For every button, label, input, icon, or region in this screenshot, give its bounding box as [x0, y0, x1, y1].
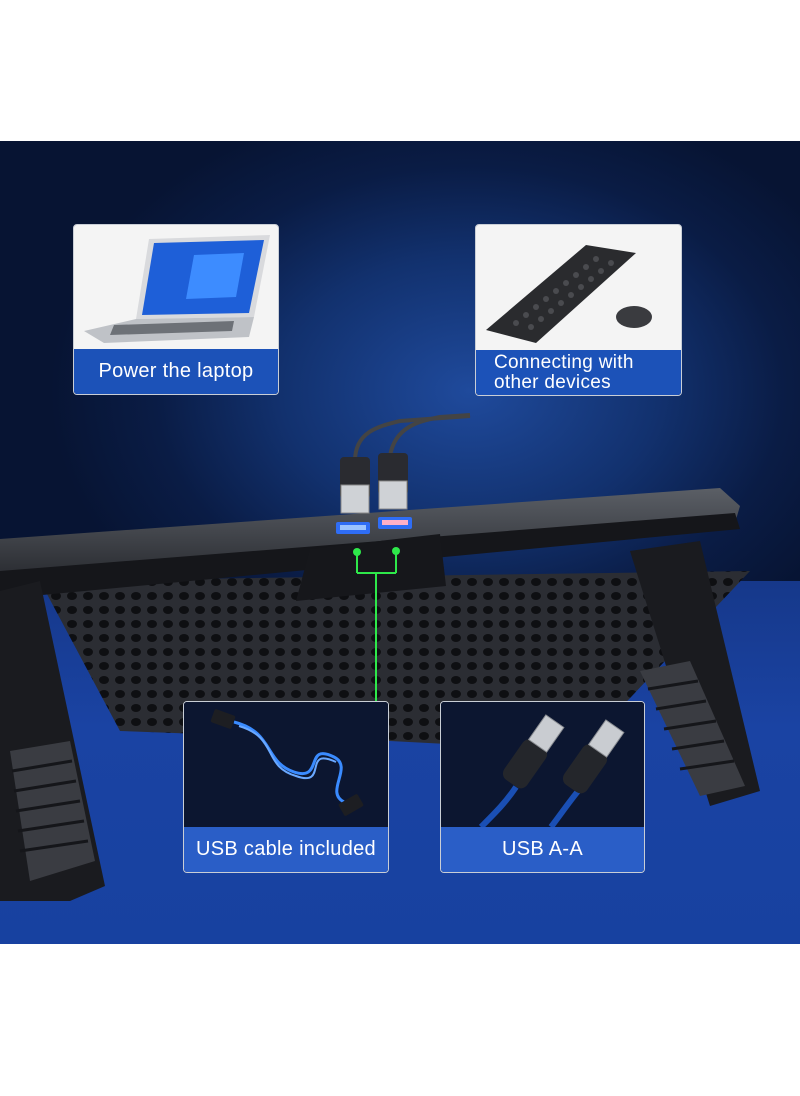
product-scene: Power the laptop Connecting with other — [0, 141, 800, 944]
devices-label-line1: Connecting with — [494, 351, 634, 373]
card-usb-a-a: USB A-A — [440, 701, 645, 873]
power-label: Power the laptop — [74, 349, 278, 394]
usb-cable-icon — [184, 702, 388, 829]
devices-label-line2: other devices — [494, 371, 611, 393]
usb-a-a-icon — [441, 702, 644, 829]
laptop-icon — [74, 225, 278, 351]
devices-label: Connecting with other devices — [476, 350, 681, 395]
usb-plug-left — [340, 457, 370, 514]
keyboard-mouse-icon — [476, 225, 681, 352]
cable-label: USB cable included — [184, 827, 388, 872]
usbaa-label: USB A-A — [441, 827, 644, 872]
green-connector-line — [356, 553, 397, 701]
card-usb-cable: USB cable included — [183, 701, 389, 873]
card-power-laptop: Power the laptop — [73, 224, 279, 395]
card-other-devices: Connecting with other devices — [475, 224, 682, 396]
usb-plug-right — [378, 453, 408, 510]
